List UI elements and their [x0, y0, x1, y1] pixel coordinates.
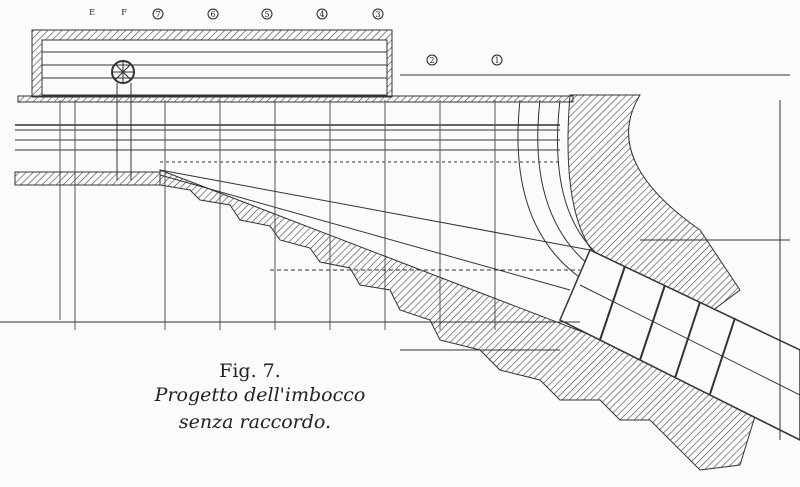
slab	[17, 95, 574, 103]
figure-caption: Fig. 7. Progetto dell'imbocco senza racc…	[150, 360, 370, 436]
marker-7: 7	[155, 10, 160, 19]
stepped-foundation	[159, 169, 761, 471]
figure-number: Fig. 7.	[219, 360, 281, 382]
section-mark-f: F	[121, 8, 127, 17]
marker-5: 5	[264, 10, 269, 19]
figure-title-line1: Progetto dell'imbocco	[154, 384, 366, 406]
marker-1: 1	[494, 56, 499, 65]
marker-2: 2	[429, 56, 434, 65]
marker-6: 6	[210, 10, 215, 19]
marker-4: 4	[319, 10, 324, 19]
section-mark-e: E	[89, 8, 95, 17]
marker-3: 3	[375, 10, 380, 19]
ground-left	[14, 171, 161, 186]
penstock	[559, 248, 800, 441]
figure-title-line2: senza raccordo.	[178, 411, 332, 433]
